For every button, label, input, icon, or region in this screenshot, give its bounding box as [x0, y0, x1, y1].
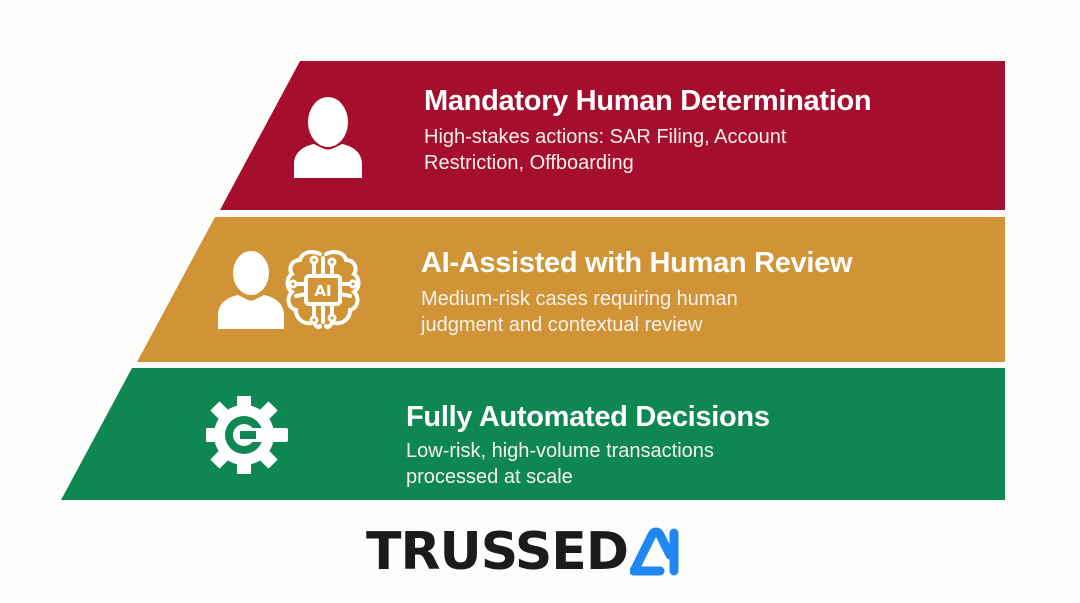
tier-description: Low-risk, high-volume transactions proce… — [406, 438, 770, 490]
logo-wordmark: TRUSSED — [366, 522, 629, 582]
tier-title: Mandatory Human Determination — [424, 85, 872, 117]
tier-description: Medium-risk cases requiring human judgme… — [421, 286, 852, 338]
tier-description-line: High-stakes actions: SAR Filing, Account — [424, 126, 787, 148]
gear-wrench-icon — [206, 396, 288, 474]
tier-title: AI-Assisted with Human Review — [421, 247, 853, 279]
ai-brain-icon: AI — [285, 250, 361, 330]
tier-description-line: judgment and contextual review — [421, 314, 703, 336]
person-icon — [294, 97, 362, 178]
tier-description-line: Restriction, Offboarding — [424, 152, 634, 174]
tier-description-line: Medium-risk cases requiring human — [421, 288, 738, 310]
tier-title: Fully Automated Decisions — [406, 401, 770, 433]
tier-description: High-stakes actions: SAR Filing, Account… — [424, 124, 871, 176]
tier-description-line: Low-risk, high-volume transactions proce… — [406, 440, 714, 488]
trussed-ai-logo: TRUSSED — [366, 520, 686, 584]
ai-logo-mark-icon — [630, 527, 679, 576]
ai-chip-label: AI — [314, 282, 331, 300]
person-icon — [218, 251, 284, 329]
